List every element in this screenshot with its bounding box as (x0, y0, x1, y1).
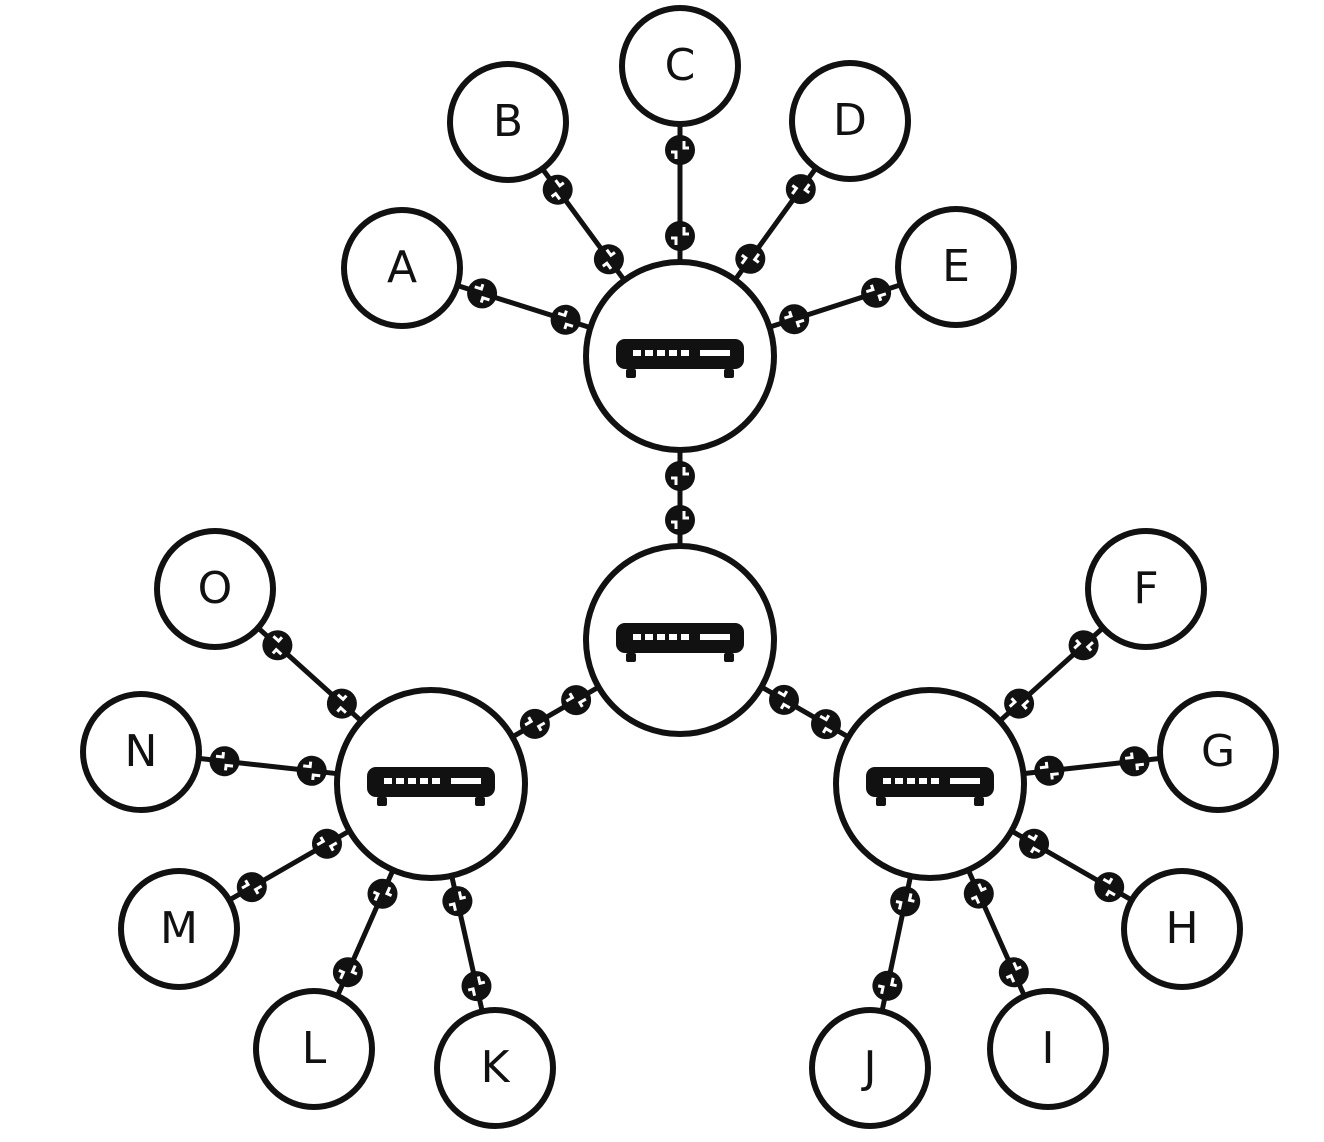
ethernet-plug-icon (663, 133, 697, 167)
ethernet-plug-icon (778, 166, 824, 212)
ethernet-plug-icon (293, 752, 330, 789)
ethernet-plug-icon (206, 743, 243, 780)
ethernet-plug-icon (361, 872, 404, 916)
ethernet-plug-icon (663, 459, 697, 493)
ethernet-plug-icon (305, 821, 349, 866)
uplink-center-left (511, 678, 600, 746)
node-label: K (481, 1042, 511, 1093)
ethernet-plug-icon (1087, 865, 1132, 910)
switch-left[interactable] (334, 687, 528, 881)
uplink-center-top (663, 450, 697, 546)
link-right-j (868, 875, 925, 1012)
ethernet-plug-icon (1031, 752, 1068, 789)
node-label: F (1133, 563, 1158, 614)
node-i[interactable]: I (987, 988, 1109, 1110)
node-label: N (125, 726, 158, 777)
ethernet-plug-icon (762, 677, 806, 722)
node-label: O (198, 563, 233, 614)
node-n[interactable]: N (80, 691, 202, 813)
switch-right[interactable] (833, 687, 1027, 881)
node-e[interactable]: E (895, 206, 1017, 328)
node-l[interactable]: L (253, 988, 375, 1110)
node-label: E (942, 241, 970, 292)
ethernet-plug-icon (437, 881, 477, 921)
ethernet-plug-icon (326, 950, 370, 994)
ethernet-plug-icon (535, 167, 581, 213)
ethernet-plug-icon (957, 872, 1001, 915)
ethernet-plug-icon (663, 503, 697, 537)
node-label: M (160, 903, 198, 954)
ethernet-plug-icon (885, 882, 925, 921)
link-left-k (437, 875, 496, 1012)
node-d[interactable]: D (789, 60, 911, 182)
ethernet-plug-icon (461, 273, 503, 314)
node-label: I (1042, 1023, 1055, 1074)
node-label: B (493, 96, 523, 147)
switch-center[interactable] (583, 543, 777, 737)
link-top-b (535, 167, 632, 282)
link-top-a (456, 273, 592, 341)
nodes-layer: A B C D E F G H I J K L M N O (80, 5, 1279, 1129)
node-k[interactable]: K (434, 1007, 556, 1129)
link-top-c (663, 124, 697, 262)
ethernet-plug-icon (1116, 743, 1153, 780)
node-label: D (833, 95, 867, 146)
link-right-i (957, 868, 1036, 998)
ethernet-plug-icon (663, 219, 697, 253)
ethernet-plug-icon (554, 678, 599, 723)
node-a[interactable]: A (341, 207, 463, 329)
link-top-e (768, 272, 902, 340)
node-label: A (387, 242, 417, 293)
link-right-g (1023, 743, 1161, 789)
node-b[interactable]: B (447, 61, 569, 183)
link-right-h (1010, 821, 1133, 910)
ethernet-plug-icon (545, 299, 586, 341)
link-left-m (228, 821, 351, 910)
ethernet-plug-icon (868, 966, 907, 1006)
node-label: C (665, 40, 696, 91)
ethernet-plug-icon (727, 236, 773, 282)
node-label: G (1201, 726, 1235, 777)
links-layer (198, 124, 1161, 1012)
ethernet-plug-icon (992, 950, 1036, 994)
ethernet-plug-icon (457, 966, 496, 1006)
node-m[interactable]: M (118, 868, 240, 990)
link-left-o (254, 622, 365, 727)
uplink-center-right (760, 677, 850, 747)
node-label: L (302, 1023, 327, 1074)
node-o[interactable]: O (154, 528, 276, 650)
ethernet-plug-icon (1012, 821, 1056, 866)
ethernet-plug-icon (855, 272, 897, 314)
node-label: J (861, 1042, 877, 1093)
node-f[interactable]: F (1085, 528, 1207, 650)
link-left-l (326, 868, 404, 997)
node-j[interactable]: J (809, 1007, 931, 1129)
link-right-f (996, 622, 1107, 727)
ethernet-plug-icon (804, 702, 848, 747)
link-top-d (727, 166, 824, 282)
ethernet-plug-icon (229, 865, 274, 910)
node-h[interactable]: H (1121, 868, 1243, 990)
node-label: H (1165, 903, 1198, 954)
ethernet-plug-icon (773, 298, 815, 340)
node-c[interactable]: C (619, 5, 741, 127)
ethernet-plug-icon (512, 701, 557, 746)
switch-top[interactable] (583, 259, 777, 453)
ethernet-plug-icon (586, 236, 632, 282)
node-g[interactable]: G (1157, 691, 1279, 813)
link-left-n (198, 743, 338, 789)
